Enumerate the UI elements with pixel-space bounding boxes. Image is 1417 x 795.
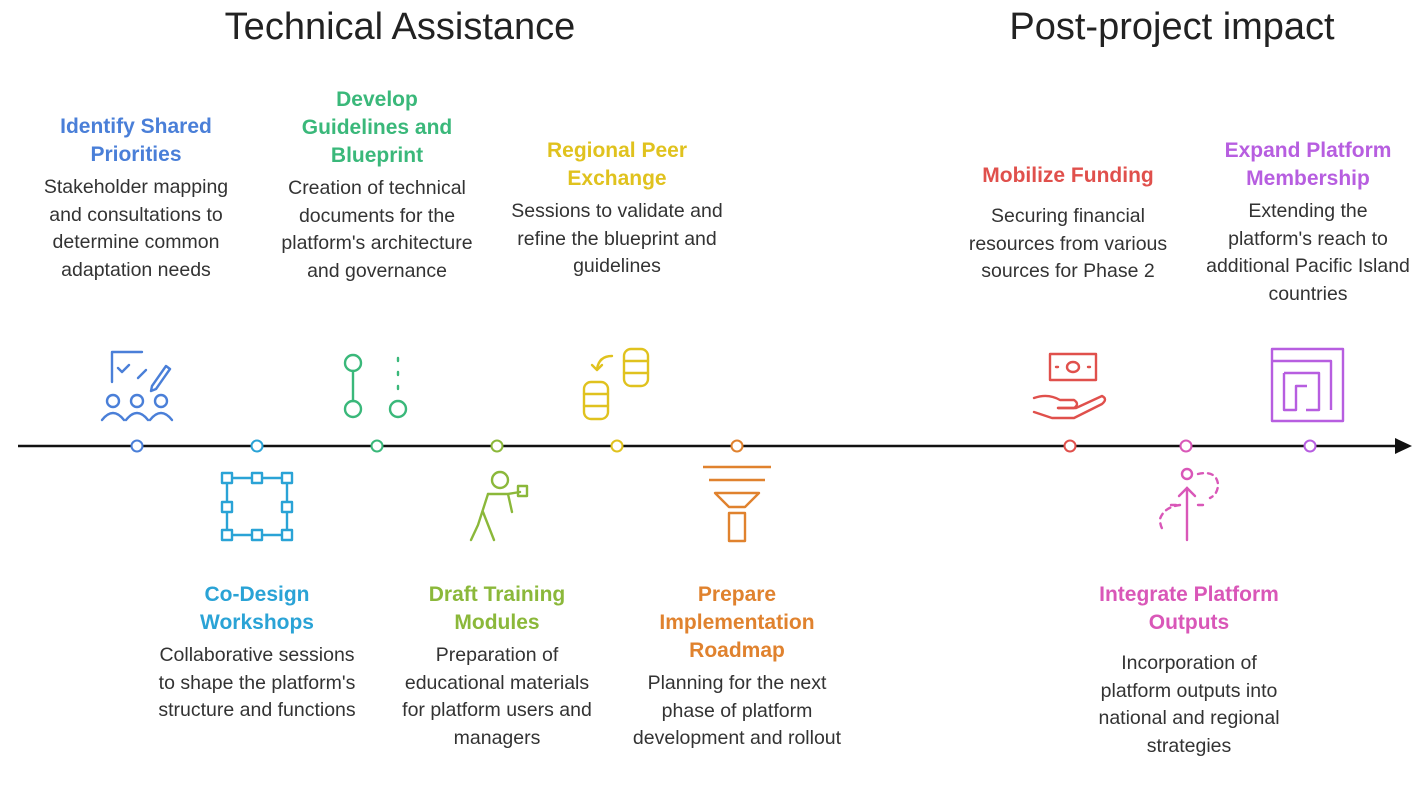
milestone-description: Stakeholder mapping and consultations to…	[43, 176, 229, 281]
milestone-description: Creation of technical documents for the …	[281, 177, 473, 282]
marker-funding	[1063, 439, 1077, 453]
milestone-title: Regional Peer Exchange	[546, 139, 688, 190]
milestone-title: Identify Shared Priorities	[60, 115, 212, 166]
milestone-training: Draft Training Modules Preparation of ed…	[391, 581, 603, 752]
milestone-description: Securing financial resources from variou…	[968, 205, 1168, 282]
database-exchange-icon	[582, 347, 650, 421]
trainer-figure-icon	[469, 470, 529, 542]
marker-roadmap	[730, 439, 744, 453]
milestone-description: Planning for the next phase of platform …	[632, 672, 842, 749]
milestone-description: Incorporation of platform outputs into n…	[1098, 652, 1280, 757]
marker-identify	[130, 439, 144, 453]
integrate-arrow-icon	[1158, 467, 1220, 542]
milestone-codesign: Co-Design Workshops Collaborative sessio…	[152, 581, 362, 725]
marker-guidelines	[370, 439, 384, 453]
milestone-identify: Identify Shared Priorities Stakeholder m…	[26, 113, 246, 284]
milestone-title: Expand Platform Membership	[1224, 139, 1392, 190]
marker-integrate	[1179, 439, 1193, 453]
git-branch-icon	[343, 353, 408, 419]
milestone-funding: Mobilize Funding Securing financial reso…	[958, 162, 1178, 286]
milestone-roadmap: Prepare Implementation Roadmap Planning …	[617, 581, 857, 753]
expand-layout-icon	[1270, 347, 1345, 423]
money-hand-icon	[1032, 352, 1107, 420]
milestone-expand: Expand Platform Membership Extending the…	[1205, 137, 1411, 308]
milestone-title: Co-Design Workshops	[200, 583, 314, 634]
milestone-title: Mobilize Funding	[982, 164, 1154, 187]
timeline-arrowhead	[1395, 438, 1412, 454]
frame-design-icon	[220, 471, 294, 542]
milestone-integrate: Integrate Platform Outputs Incorporation…	[1074, 581, 1304, 760]
section-title-technical-assistance: Technical Assistance	[224, 6, 576, 48]
marker-peer	[610, 439, 624, 453]
milestone-description: Extending the platform's reach to additi…	[1206, 200, 1410, 305]
funnel-icon	[703, 465, 771, 543]
milestone-title: Develop Guidelines and Blueprint	[301, 88, 453, 167]
marker-codesign	[250, 439, 264, 453]
milestone-description: Sessions to validate and refine the blue…	[511, 200, 723, 277]
stakeholder-mapping-icon	[100, 350, 174, 422]
milestone-description: Preparation of educational materials for…	[402, 644, 592, 749]
milestone-title: Draft Training Modules	[428, 583, 566, 634]
marker-training	[490, 439, 504, 453]
milestone-title: Integrate Platform Outputs	[1099, 583, 1279, 634]
milestone-peer: Regional Peer Exchange Sessions to valid…	[504, 137, 730, 281]
marker-expand	[1303, 439, 1317, 453]
milestone-description: Collaborative sessions to shape the plat…	[158, 644, 356, 721]
section-title-post-project-impact: Post-project impact	[1009, 6, 1335, 48]
milestone-title: Prepare Implementation Roadmap	[659, 583, 815, 662]
milestone-guidelines: Develop Guidelines and Blueprint Creatio…	[264, 86, 490, 285]
